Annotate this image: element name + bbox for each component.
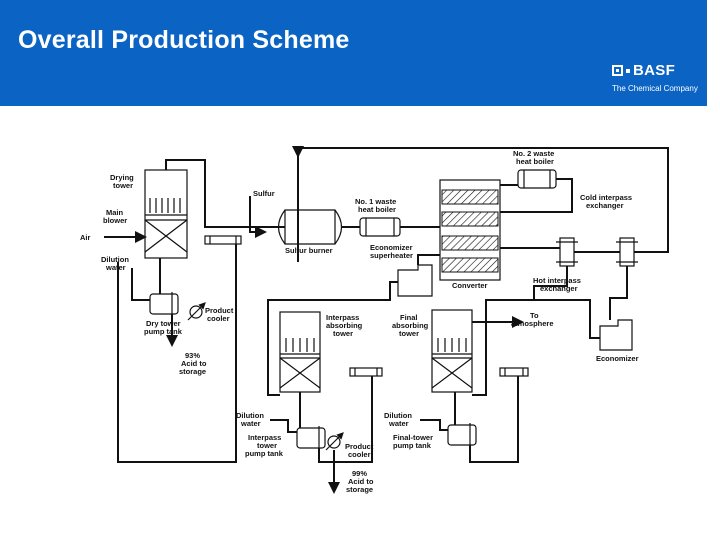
sulfur-burner [277, 209, 360, 245]
page-title: Overall Production Scheme [18, 26, 350, 54]
header-edge [707, 0, 720, 106]
label-economizer: Economizer [596, 354, 639, 363]
basf-logo: BASF The Chemical Company [612, 62, 702, 98]
logo-name: BASF [633, 62, 676, 79]
acid-cooler-1 [204, 235, 242, 245]
acid-cooler-3 [499, 367, 529, 377]
economizer-superheater [397, 264, 433, 297]
logo-tagline: The Chemical Company [612, 84, 698, 93]
final-absorbing-tower [431, 309, 473, 393]
interpass-tower-pump-tank [296, 426, 326, 449]
product-cooler-2 [325, 432, 344, 451]
waste-heat-boiler-1 [359, 217, 440, 237]
label-air: Air [80, 233, 91, 242]
dry-tower-pump-tank [149, 292, 179, 315]
label-converter: Converter [452, 281, 488, 290]
label-sulfur: Sulfur [253, 189, 275, 198]
label-sulfur-burner: Sulfur burner [285, 246, 333, 255]
converter [439, 179, 501, 281]
header-bar: Overall Production Scheme BASF The Chemi… [0, 0, 707, 106]
basf-logo-dot-icon [626, 69, 630, 73]
final-tower-pump-tank [447, 423, 477, 446]
interpass-absorbing-tower [279, 311, 321, 393]
acid-cooler-2 [349, 367, 383, 377]
piping [104, 146, 669, 494]
basf-logo-square-icon [612, 65, 623, 76]
economizer [599, 319, 633, 351]
product-cooler-1 [187, 302, 206, 321]
waste-heat-boiler-2 [517, 169, 557, 189]
drying-tower [144, 169, 188, 259]
